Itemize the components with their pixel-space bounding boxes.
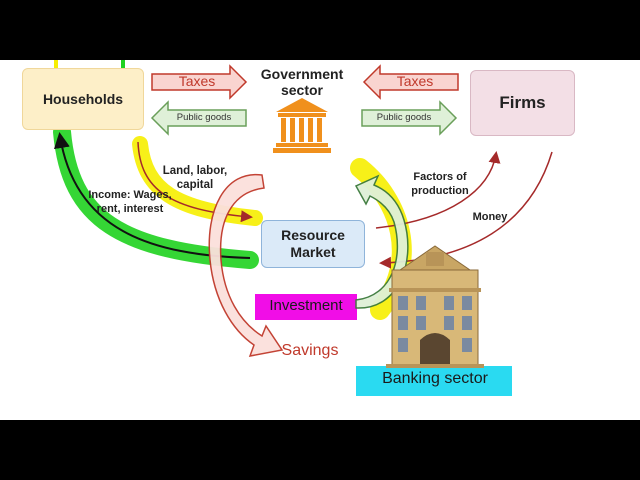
land-labor-capital-label: Land, labor, capital bbox=[162, 165, 228, 191]
public-goods-left-label: Public goods bbox=[176, 112, 232, 123]
investment-label: Investment bbox=[269, 297, 343, 314]
taxes-arrow-right bbox=[362, 64, 459, 100]
public-goods-arrow-left bbox=[150, 100, 247, 136]
banking-sector-label: Banking sector bbox=[382, 370, 488, 387]
bank-building-icon bbox=[386, 245, 484, 368]
highlighter-magenta-investment bbox=[255, 294, 357, 320]
highlighter-cyan-banking bbox=[356, 366, 512, 396]
savings-arrow bbox=[208, 173, 284, 357]
government-building-icon bbox=[273, 98, 331, 153]
money-label: Money bbox=[472, 211, 508, 223]
taxes-right-label: Taxes bbox=[396, 73, 434, 89]
diagram-artwork bbox=[53, 60, 553, 396]
public-goods-right-label: Public goods bbox=[376, 112, 432, 123]
taxes-arrow-left bbox=[151, 64, 248, 100]
savings-label: Savings bbox=[281, 342, 339, 359]
firms-box: Firms bbox=[470, 70, 575, 136]
households-label: Households bbox=[42, 91, 124, 107]
government-sector-label: Government sector bbox=[260, 66, 344, 98]
income-label: Income: Wages, rent, interest bbox=[88, 189, 172, 215]
factors-of-production-label: Factors of production bbox=[411, 171, 469, 197]
firms-label: Firms bbox=[499, 93, 546, 112]
diagram-frame: Households Firms Resource Market Governm… bbox=[0, 60, 640, 420]
resource-market-label: Resource Market bbox=[281, 227, 345, 260]
taxes-left-label: Taxes bbox=[178, 73, 216, 89]
resource-market-box: Resource Market bbox=[261, 220, 365, 268]
public-goods-arrow-right bbox=[361, 100, 458, 136]
households-box: Households bbox=[22, 68, 144, 130]
